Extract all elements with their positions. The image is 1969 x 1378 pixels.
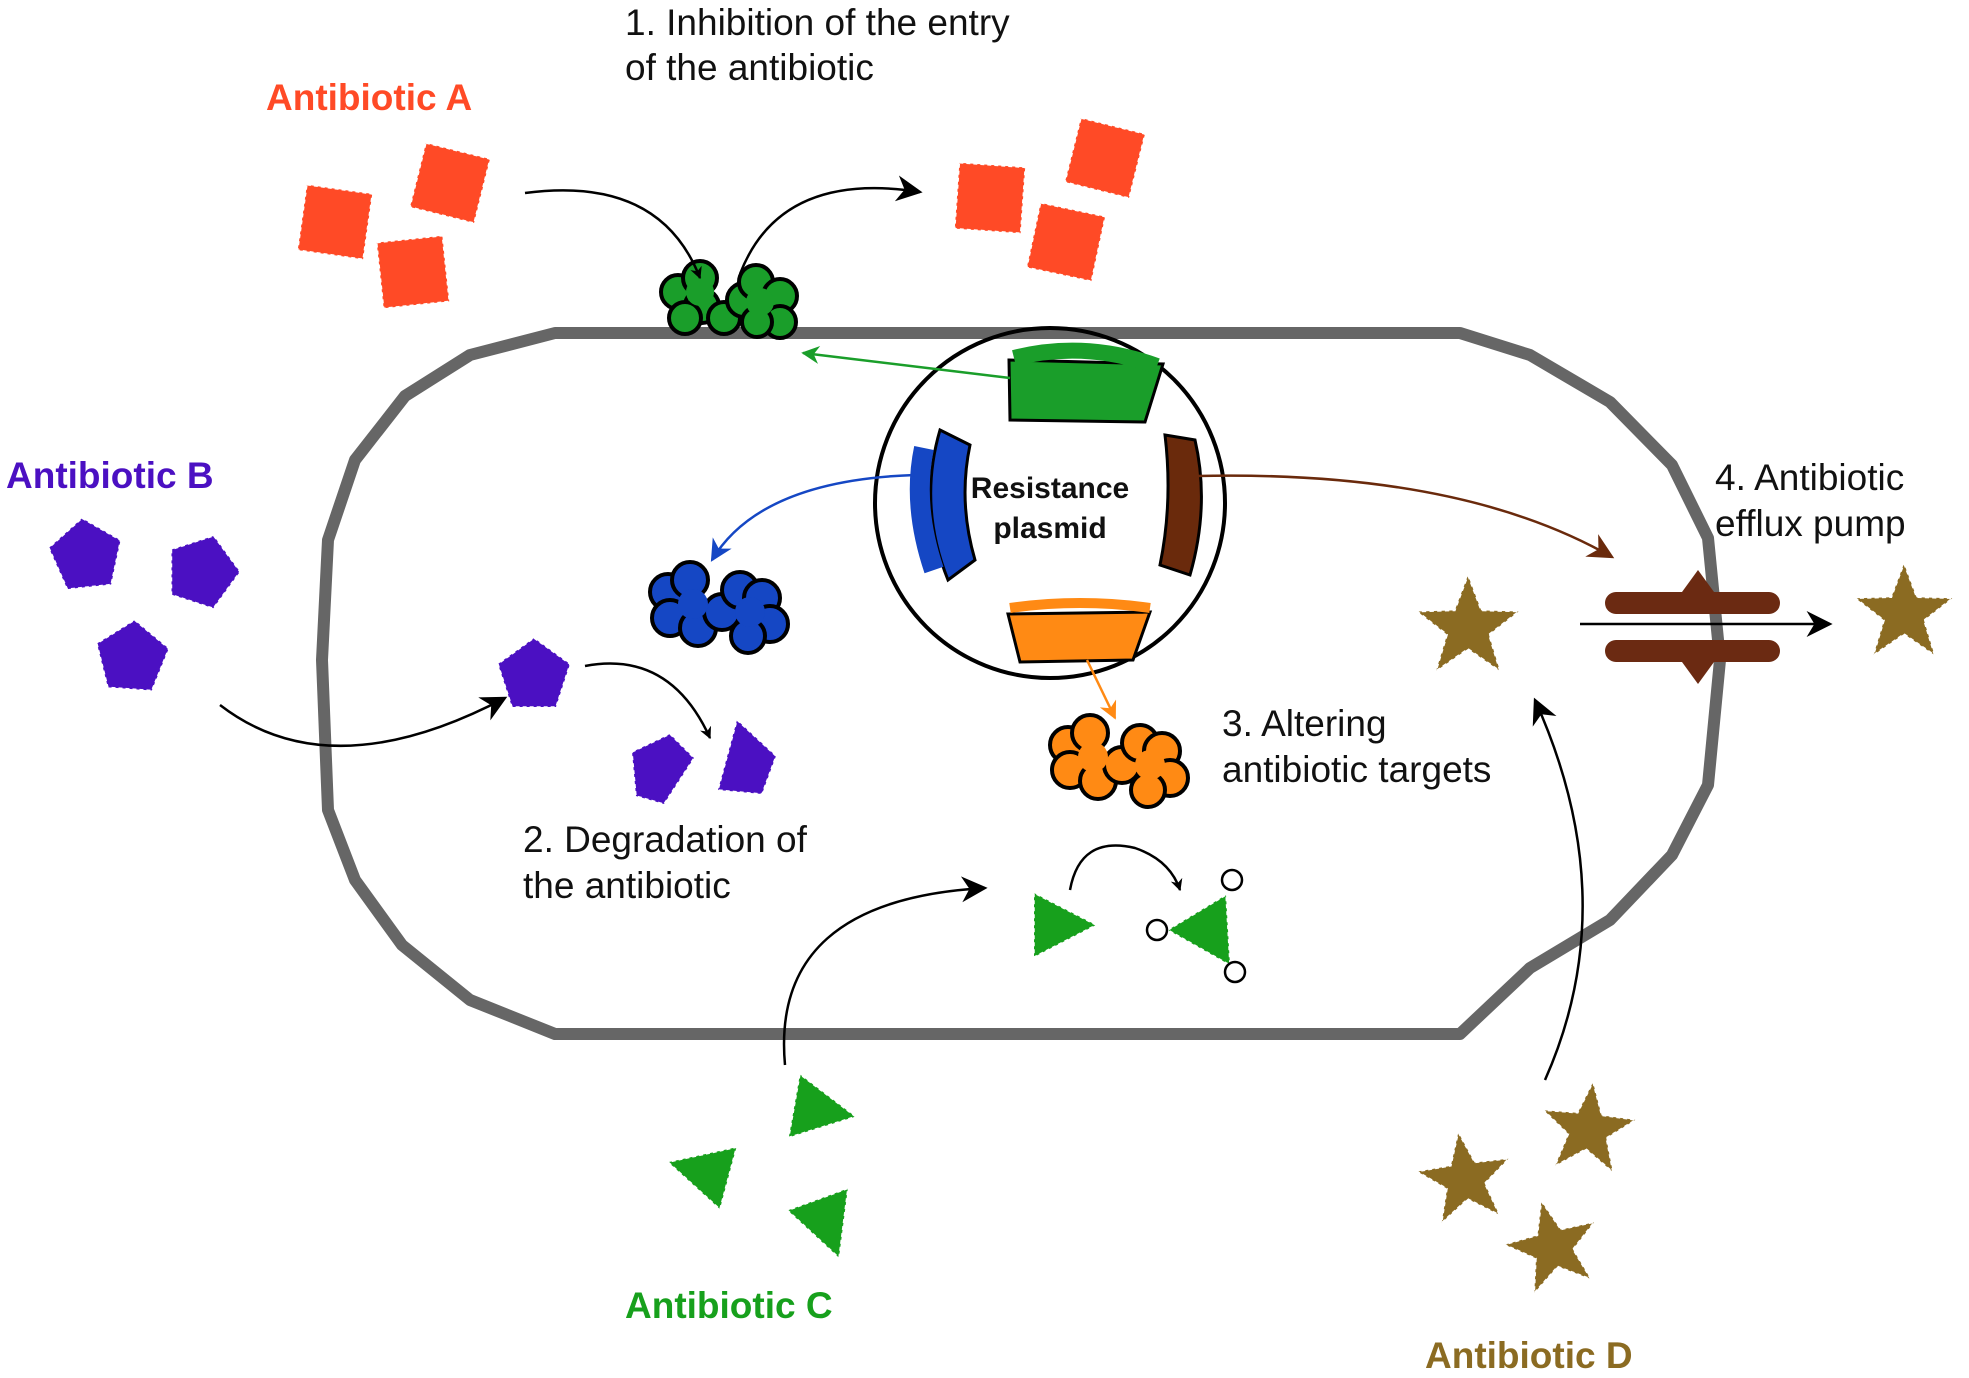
antibiotic-a-square xyxy=(954,162,1026,234)
antibiotic-a-square xyxy=(296,183,374,261)
arrow-orange-to-target xyxy=(1085,659,1117,720)
plasmid-ring xyxy=(873,326,1227,680)
label-mechanism-1-line2: of the antibiotic xyxy=(625,47,874,88)
antibiotic-c-triangle xyxy=(786,1187,870,1270)
antibiotic-c-triangle xyxy=(788,1073,862,1149)
label-mechanism-2-line1: 2. Degradation of xyxy=(523,819,808,860)
antibiotic-a-square xyxy=(409,142,491,224)
resistance-plasmid: Resistance plasmid xyxy=(873,326,1227,680)
plasmid-label-line2: plasmid xyxy=(993,512,1106,545)
antibiotic-b-fragment xyxy=(631,733,695,805)
antibiotic-a-group-repelled xyxy=(954,117,1146,282)
altered-target-orange xyxy=(1048,713,1190,809)
antibiotic-d-star xyxy=(1496,1189,1608,1298)
plasmid-label-line1: Resistance xyxy=(971,472,1129,505)
antibiotic-c-modified xyxy=(1145,868,1247,984)
antibiotic-d-group-outside xyxy=(1412,1076,1640,1298)
arrow-brown-to-pump xyxy=(1196,474,1615,559)
label-antibiotic-a: Antibiotic A xyxy=(266,77,472,118)
antibiotic-b-degraded-fragments xyxy=(631,718,777,805)
bacterial-cell-wall xyxy=(316,327,1726,1040)
antibiotic-d-star xyxy=(1537,1076,1640,1175)
label-antibiotic-c: Antibiotic C xyxy=(625,1285,833,1326)
antibiotic-d-star xyxy=(1412,1125,1517,1226)
label-mechanism-3-line1: 3. Altering xyxy=(1222,703,1387,744)
label-mechanism-3-line2: antibiotic targets xyxy=(1222,749,1491,790)
modification-group xyxy=(1220,868,1244,892)
label-mechanism-1-line1: 1. Inhibition of the entry xyxy=(625,2,1010,43)
efflux-pump xyxy=(1605,570,1780,684)
label-antibiotic-d: Antibiotic D xyxy=(1425,1335,1633,1376)
label-antibiotic-b: Antibiotic B xyxy=(6,455,214,496)
antibiotic-b-pentagon xyxy=(45,513,126,592)
antibiotic-a-square xyxy=(1064,117,1146,199)
arrow-c-in xyxy=(782,876,988,1066)
modification-group xyxy=(1145,918,1169,942)
antibiotic-a-group-outside xyxy=(296,142,491,310)
antibiotic-b-group-outside xyxy=(45,513,249,693)
modification-group xyxy=(1223,960,1247,984)
label-mechanism-4-line1: 4. Antibiotic xyxy=(1715,457,1904,498)
plasmid-gene-blue xyxy=(929,427,977,583)
label-mechanism-4-line2: efflux pump xyxy=(1715,503,1906,544)
plasmid-gene-brown xyxy=(1158,433,1203,577)
antibiotic-b-pentagon xyxy=(157,523,249,614)
arrow-blue-to-enzyme xyxy=(710,473,916,562)
arrow-green-to-membrane xyxy=(801,346,1011,380)
label-mechanism-2-line2: the antibiotic xyxy=(523,865,731,906)
arrow-a-in xyxy=(524,189,702,280)
plasmid-gene-green xyxy=(1007,358,1166,424)
arrow-b-degrade xyxy=(584,662,712,740)
antibiotic-b-fragment xyxy=(717,718,777,795)
antibiotic-b-pentagon xyxy=(93,616,172,693)
plasmid-gene-orange xyxy=(1006,610,1153,664)
antibiotic-d-star-expelled xyxy=(1854,562,1954,656)
arrow-d-in xyxy=(1532,697,1584,1081)
arrow-a-out xyxy=(738,175,923,275)
arrow-b-in xyxy=(219,696,508,747)
arrow-c-modify xyxy=(1068,844,1183,892)
antibiotic-c-triangle xyxy=(659,1130,738,1210)
antibiotic-a-square xyxy=(375,234,451,310)
antibiotic-a-square xyxy=(1026,202,1106,282)
membrane-protein-green xyxy=(659,259,799,340)
degrading-enzyme-blue xyxy=(648,560,790,655)
antibiotic-c-group-outside xyxy=(659,1073,870,1270)
